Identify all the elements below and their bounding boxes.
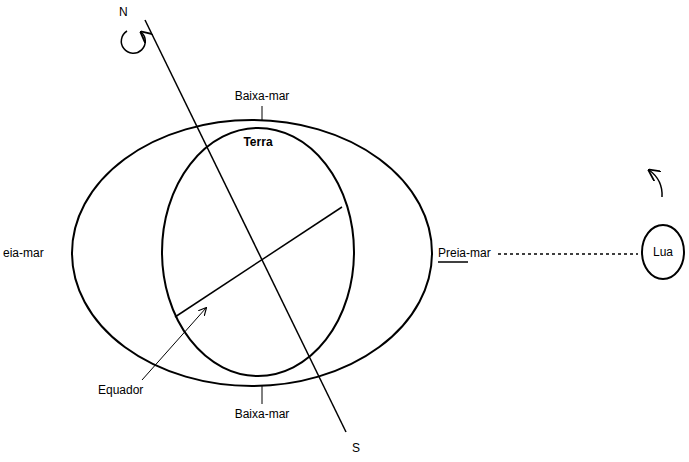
earth-axis bbox=[145, 20, 346, 432]
pole-label: N bbox=[119, 5, 128, 19]
equator-line bbox=[175, 207, 342, 317]
earth-outline bbox=[162, 128, 354, 376]
pole-label: S bbox=[352, 441, 360, 455]
earth-label: Terra bbox=[161, 135, 355, 149]
rotation-arrow bbox=[121, 31, 145, 53]
earth-moon-line bbox=[498, 253, 638, 255]
equator-label: Equador bbox=[98, 383, 143, 397]
underline bbox=[438, 261, 468, 263]
moon-label: Lua bbox=[641, 245, 685, 259]
outline bbox=[161, 127, 355, 377]
tide-label: eia-mar bbox=[3, 246, 44, 260]
moon-outline bbox=[642, 225, 684, 279]
tide-label: Baixa-mar bbox=[235, 89, 290, 103]
earth-shape: Terra bbox=[161, 127, 355, 377]
orbit-arrow bbox=[649, 170, 662, 197]
leader-line bbox=[262, 106, 263, 120]
tide-label: Baixa-mar bbox=[235, 407, 290, 421]
tide-label: Preia-mar bbox=[438, 246, 491, 260]
tidal-bulge bbox=[72, 120, 432, 386]
moon-shape: Lua bbox=[641, 224, 685, 280]
leader-line bbox=[142, 308, 206, 380]
leader-line bbox=[262, 386, 263, 404]
